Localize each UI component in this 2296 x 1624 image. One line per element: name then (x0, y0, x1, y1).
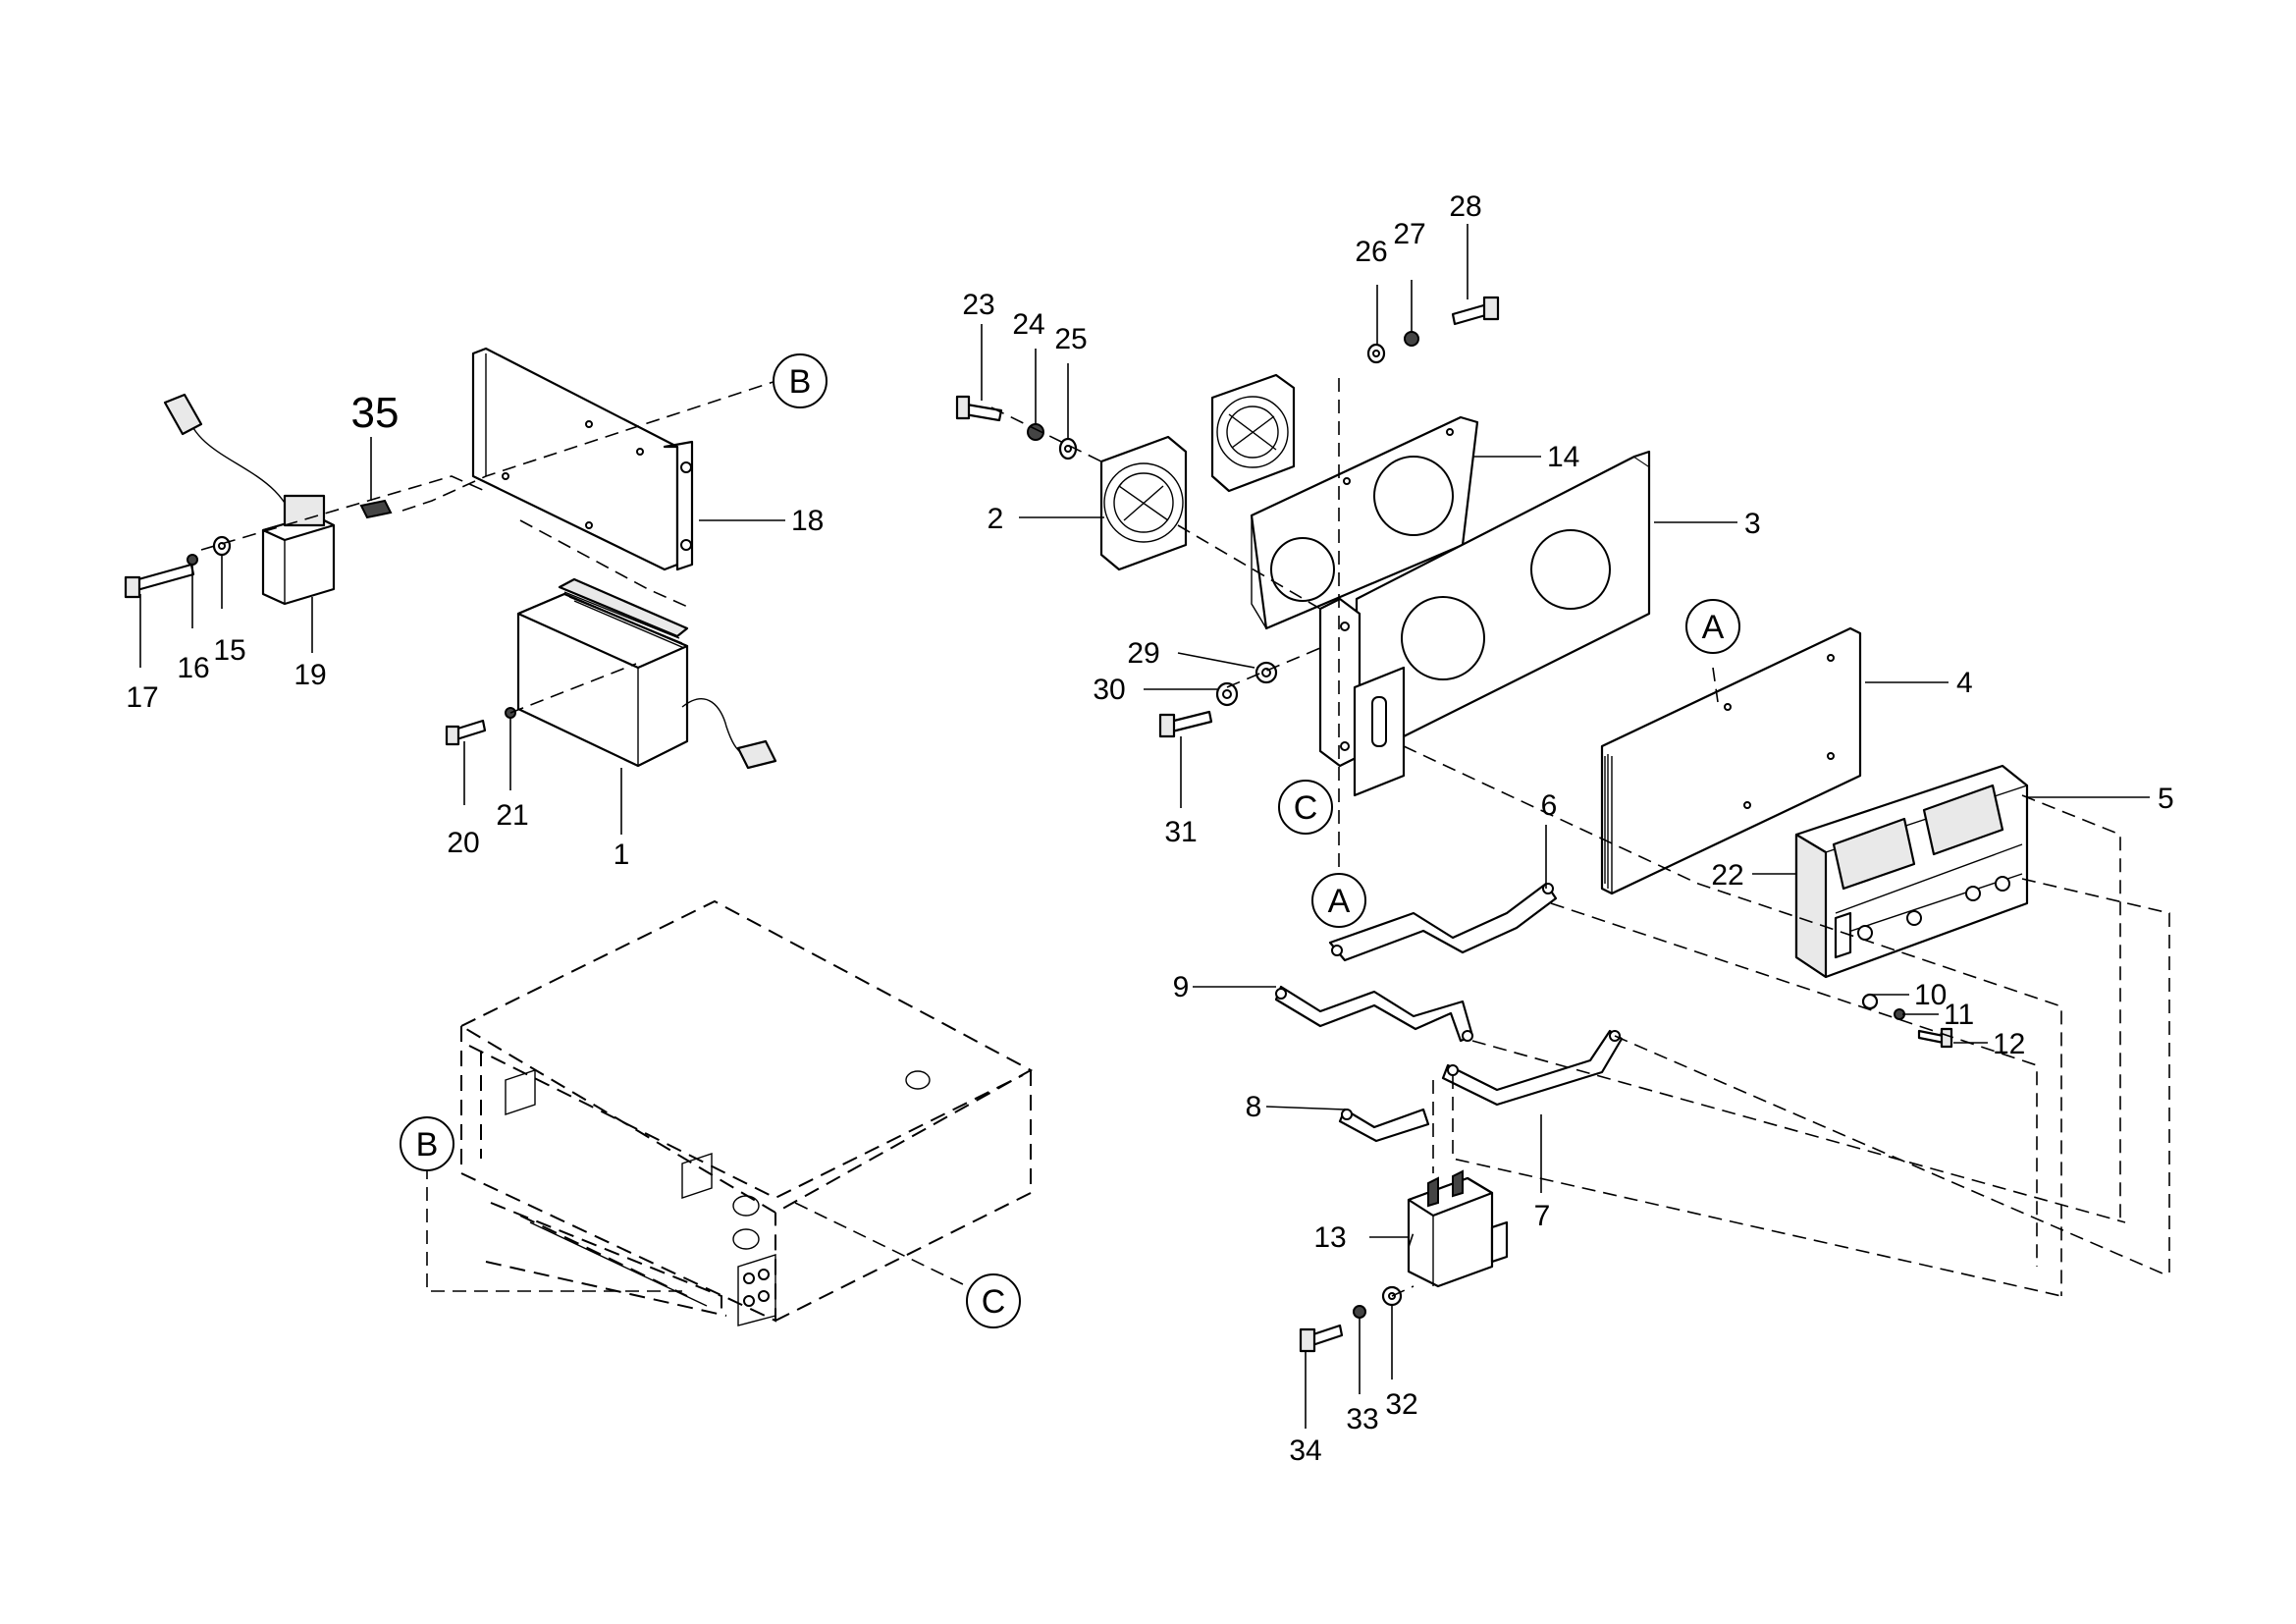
reference-marker-c-top: C (1278, 780, 1333, 835)
busbar-part-7 (1441, 1029, 1624, 1107)
part-label-14: 14 (1547, 441, 1579, 473)
part-label-10: 10 (1914, 979, 1947, 1011)
screw-stack-23-24-25 (955, 395, 1078, 460)
part-label-25: 25 (1054, 323, 1087, 355)
reference-marker-c-bottom: C (966, 1273, 1021, 1328)
assembly-dashed-lines (200, 377, 2170, 1297)
screw-20-21 (445, 707, 516, 746)
reference-marker-b-top: B (773, 353, 828, 408)
main-plate-part-3 (1318, 450, 1651, 797)
part-label-17: 17 (126, 681, 158, 714)
part-label-20: 20 (447, 827, 479, 859)
part-label-23: 23 (962, 289, 994, 321)
part-label-35: 35 (351, 389, 400, 437)
busbar-part-9 (1274, 985, 1474, 1043)
part-label-24: 24 (1012, 308, 1044, 341)
part-label-31: 31 (1164, 816, 1197, 848)
reference-marker-b-bottom: B (400, 1116, 454, 1171)
ref-b-text: B (416, 1126, 439, 1164)
label-plate-part-35 (359, 499, 393, 519)
cooling-fan-second (1210, 373, 1296, 493)
cooling-fan-part-2 (1099, 435, 1188, 571)
reference-marker-a-top: A (1685, 599, 1740, 654)
part-label-19: 19 (294, 659, 326, 691)
ref-a-text: A (1702, 609, 1725, 646)
part-label-4: 4 (1956, 667, 1973, 699)
ref-b-text: B (789, 363, 812, 401)
part-label-6: 6 (1541, 789, 1558, 822)
part-label-27: 27 (1393, 218, 1425, 250)
part-label-18: 18 (791, 505, 824, 537)
controller-module-part-1 (516, 577, 777, 770)
ref-c-text: C (982, 1283, 1006, 1321)
contactor-part-13 (1407, 1169, 1509, 1288)
screw-stack-32-33-34 (1299, 1285, 1403, 1353)
part-label-34: 34 (1289, 1435, 1321, 1467)
leader-lines (139, 224, 2150, 1429)
part-label-13: 13 (1313, 1221, 1346, 1254)
part-label-11: 11 (1944, 999, 1974, 1031)
part-label-33: 33 (1346, 1403, 1378, 1435)
part-label-29: 29 (1127, 637, 1159, 670)
part-label-1: 1 (614, 839, 630, 871)
part-number-labels: 35 18 19 15 16 17 1 20 21 23 24 25 2 26 … (126, 190, 2173, 1467)
part-label-5: 5 (2158, 783, 2174, 815)
part-label-9: 9 (1173, 971, 1190, 1003)
part-label-7: 7 (1534, 1200, 1551, 1232)
ref-c-text: C (1294, 789, 1318, 827)
screw-stack-26-27-28 (1366, 296, 1500, 364)
part-label-21: 21 (496, 799, 528, 832)
heatsink-board-part-4 (1600, 626, 1862, 895)
part-label-26: 26 (1355, 236, 1387, 268)
enclosure-box (458, 899, 1034, 1326)
sensor-housing-part-19 (163, 393, 336, 606)
part-label-30: 30 (1093, 674, 1125, 706)
part-label-3: 3 (1744, 508, 1761, 540)
busbar-part-8 (1338, 1108, 1430, 1143)
reference-marker-a-bottom: A (1311, 873, 1366, 928)
part-label-8: 8 (1246, 1091, 1262, 1123)
part-label-28: 28 (1449, 190, 1481, 223)
ref-a-text: A (1328, 883, 1351, 920)
fan-plate-part-14 (1250, 415, 1479, 630)
part-label-16: 16 (177, 652, 209, 684)
screw-stack-29-30-31 (1158, 661, 1278, 738)
part-label-22: 22 (1711, 859, 1743, 892)
part-label-15: 15 (213, 634, 245, 667)
part-label-2: 2 (988, 503, 1004, 535)
part-label-32: 32 (1385, 1388, 1417, 1421)
bracket-plate-part-18 (471, 347, 694, 571)
part-label-12: 12 (1993, 1028, 2025, 1060)
controller-modules-part-5 (1794, 764, 2029, 979)
